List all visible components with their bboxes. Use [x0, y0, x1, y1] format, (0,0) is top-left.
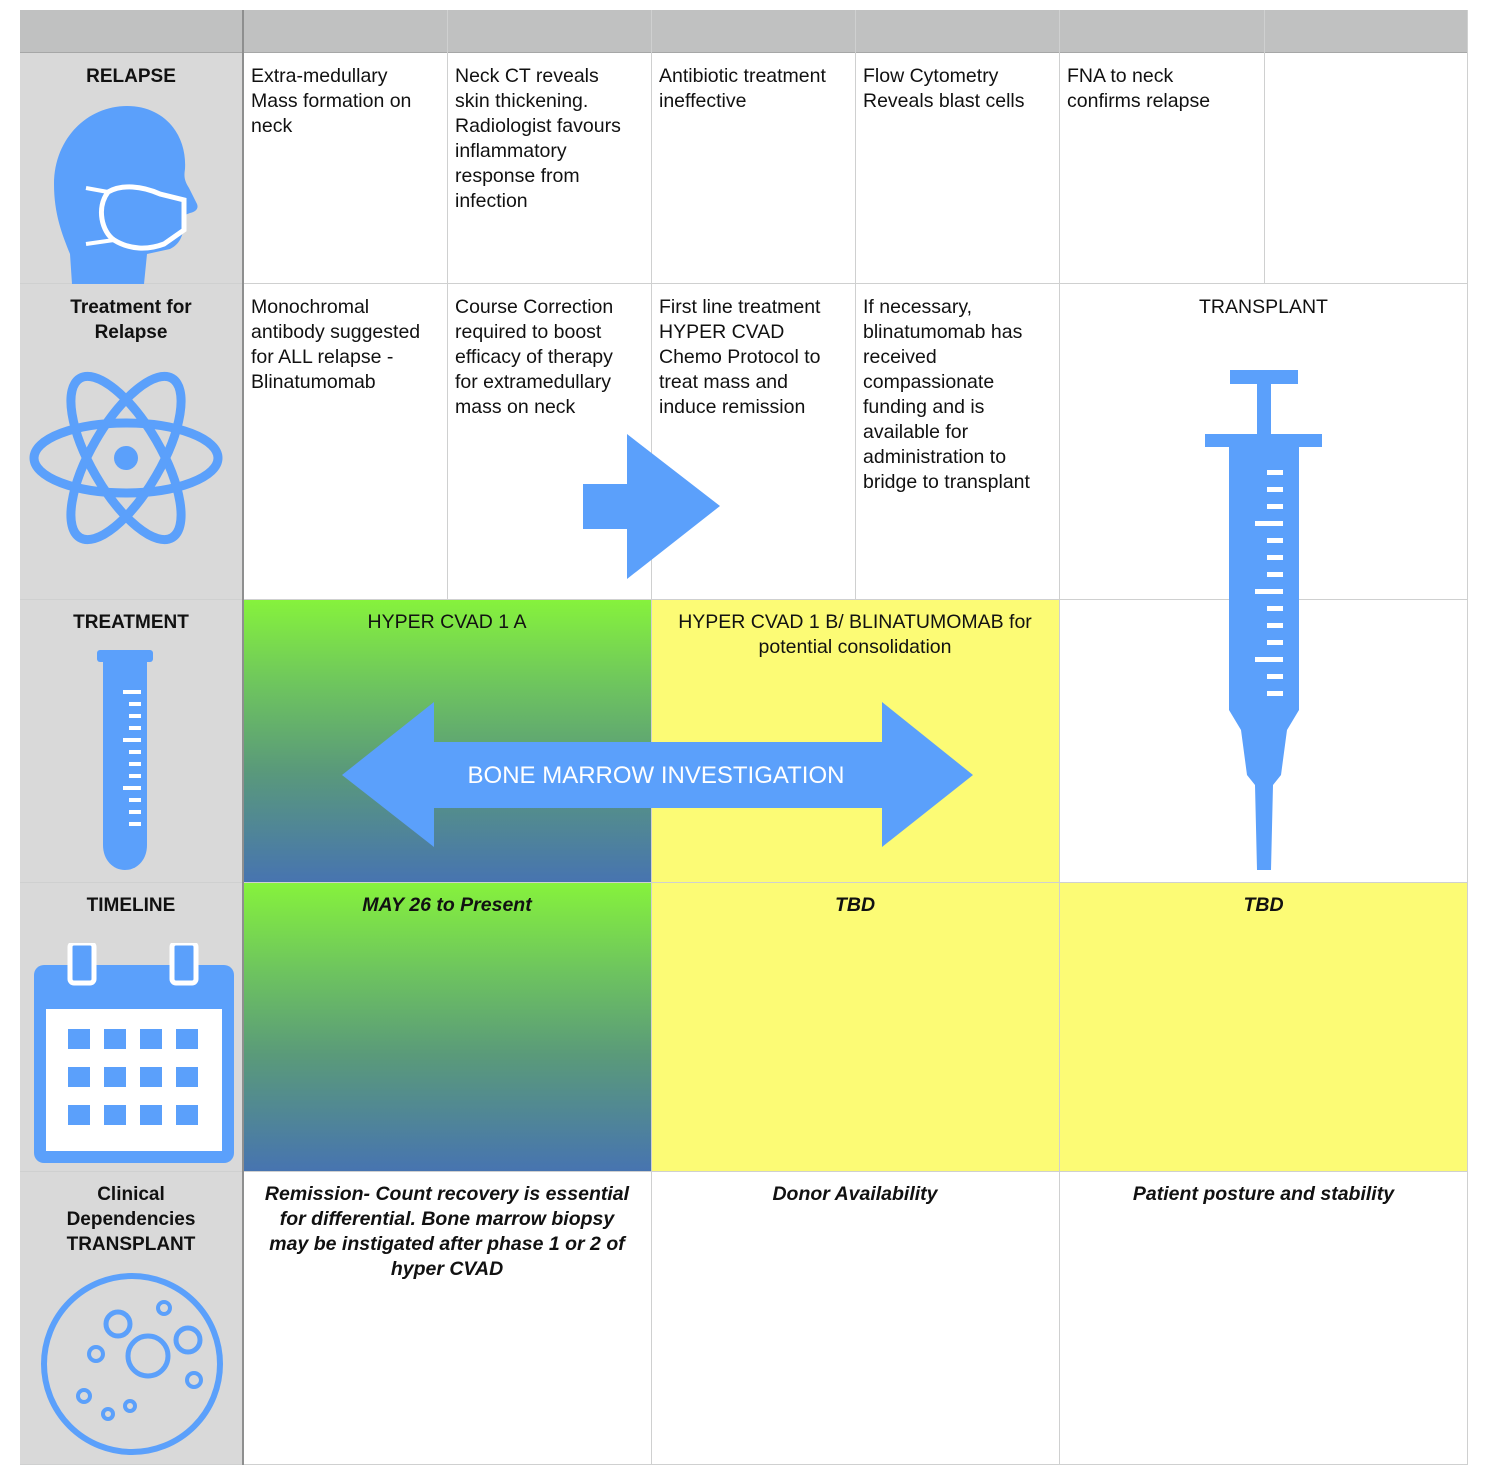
treatment-relapse-cell-4: If necessary, blinatumomab has received …	[863, 296, 1030, 493]
relapse-row-label: RELAPSE	[86, 66, 176, 87]
treatment-relapse-cell-3: First line treatment HYPER CVAD Chemo Pr…	[659, 296, 821, 418]
clinical-remission-3: may be instigated after phase 1 or 2 of	[269, 1233, 625, 1255]
hyper-cvad-1a-label: HYPER CVAD 1 A	[367, 611, 527, 633]
header-row	[20, 10, 1468, 52]
clinical-label-3: TRANSPLANT	[66, 1234, 196, 1255]
timeline-tbd-fill-1	[651, 883, 1059, 1171]
relapse-cell-2: Neck CT reveals skin thickening. Radiolo…	[455, 65, 621, 212]
treatment-for-relapse-label-2: Relapse	[94, 322, 168, 343]
relapse-cell-5: FNA to neck confirms relapse	[1067, 65, 1211, 112]
cell-icon	[41, 1273, 223, 1455]
clinical-patient-posture: Patient posture and stability	[1132, 1183, 1395, 1205]
treatment-relapse-cell-1: Monochromal antibody suggested for ALL r…	[251, 296, 421, 393]
masked-head-icon	[54, 106, 198, 284]
relapse-cell-4: Flow Cytometry Reveals blast cells	[863, 65, 1025, 112]
syringe-icon	[1205, 370, 1322, 870]
timeline-row-label: TIMELINE	[86, 895, 176, 916]
relapse-cell-1: Extra-medullary Mass formation on neck	[251, 65, 412, 137]
hyper-cvad-1a-fill	[243, 600, 651, 882]
treatment-relapse-cell-2: Course Correction required to boost effi…	[455, 296, 614, 418]
clinical-remission-4: hyper CVAD	[390, 1258, 504, 1280]
calendar-icon	[34, 943, 234, 1163]
treatment-row-label: TREATMENT	[73, 612, 189, 633]
double-arrow-icon	[342, 702, 973, 847]
relapse-cell-3: Antibiotic treatment ineffective	[659, 65, 826, 112]
hyper-cvad-1b-label-1: HYPER CVAD 1 B/ BLINATUMOMAB for	[678, 611, 1032, 633]
right-arrow-icon	[583, 434, 720, 579]
hyper-cvad-1b-fill	[651, 600, 1059, 882]
clinical-label-1: Clinical	[97, 1184, 165, 1205]
transplant-label: TRANSPLANT	[1199, 296, 1328, 318]
timeline-tbd-2: TBD	[1243, 894, 1284, 916]
timeline-present-fill	[243, 883, 651, 1171]
test-tube-icon	[97, 650, 153, 870]
treatment-for-relapse-label-1: Treatment for	[70, 297, 192, 318]
clinical-remission-2: for differential. Bone marrow biopsy	[279, 1208, 615, 1230]
timeline-tbd-1: TBD	[834, 894, 876, 916]
bone-marrow-investigation-label: BONE MARROW INVESTIGATION	[467, 762, 845, 789]
timeline-tbd-fill-2	[1059, 883, 1468, 1171]
atom-icon	[29, 371, 223, 545]
hyper-cvad-1b-label-2: potential consolidation	[758, 636, 952, 658]
clinical-donor-availability: Donor Availability	[772, 1183, 938, 1205]
clinical-label-2: Dependencies	[66, 1209, 196, 1230]
clinical-remission-1: Remission- Count recovery is essential	[264, 1183, 630, 1205]
timeline-present: MAY 26 to Present	[362, 894, 532, 916]
